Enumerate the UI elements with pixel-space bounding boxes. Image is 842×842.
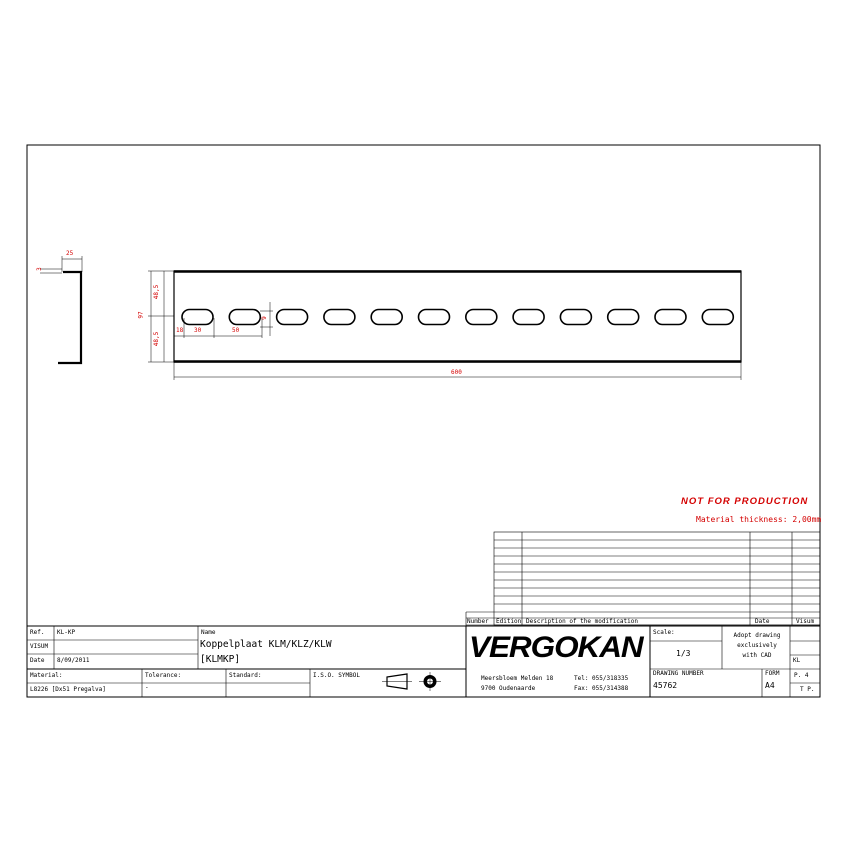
dim-slot-length: 30 bbox=[194, 327, 202, 334]
kl-code: KL bbox=[793, 657, 801, 664]
slot-hole bbox=[512, 308, 545, 326]
profile-width-dim: 25 bbox=[66, 250, 74, 257]
rev-header-number: Number bbox=[467, 618, 489, 625]
part-name-line2: [KLMKP] bbox=[200, 654, 241, 665]
slot-hole bbox=[370, 308, 404, 326]
address-line2: 9700 Oudenaarde bbox=[481, 685, 536, 692]
sheet-border bbox=[26, 144, 821, 698]
slot-hole bbox=[181, 308, 214, 326]
title-block bbox=[27, 625, 820, 697]
tel-number: Tel: 055/318335 bbox=[574, 675, 629, 682]
not-for-production-note: NOT FOR PRODUCTION bbox=[681, 496, 809, 507]
tolerance-value: - bbox=[145, 684, 149, 691]
form-label: FORM bbox=[765, 670, 780, 677]
rev-header-visum: Visum bbox=[796, 618, 815, 625]
rev-header-description: Description of the modification bbox=[526, 618, 638, 625]
part-name-line1: Koppelplaat KLM/KLZ/KLW bbox=[200, 639, 332, 650]
dim-first-slot: 18 bbox=[176, 327, 184, 334]
dim-lower-half: 48,5 bbox=[153, 331, 161, 347]
slot-hole bbox=[701, 308, 735, 326]
visum-label: VISUM bbox=[30, 643, 49, 650]
slot-group bbox=[181, 308, 735, 326]
slot-hole bbox=[323, 308, 356, 326]
iso-projection-symbol bbox=[382, 672, 441, 691]
drawing-number: 45762 bbox=[653, 681, 678, 690]
drawing-number-label: DRAWING NUMBER bbox=[653, 670, 704, 677]
slot-hole bbox=[275, 308, 309, 326]
dim-total-height: 97 bbox=[137, 311, 145, 319]
revision-table bbox=[465, 531, 821, 626]
dim-slot-height: 9 bbox=[260, 316, 268, 320]
dim-upper-half: 48,5 bbox=[153, 284, 161, 300]
dim-slot-pitch: 50 bbox=[232, 327, 240, 334]
slot-hole bbox=[606, 308, 640, 326]
sheet-number: P. 4 bbox=[794, 672, 809, 679]
slot-hole bbox=[559, 308, 593, 326]
iso-symbol-label: I.S.O. SYMBOL bbox=[313, 672, 360, 679]
sheet-total: T P. bbox=[800, 686, 815, 693]
date-value: 8/09/2011 bbox=[57, 657, 90, 664]
cad-note-line3: with CAD bbox=[742, 652, 772, 659]
cad-note-line1: Adopt drawing bbox=[733, 632, 781, 639]
coupling-plate-view bbox=[173, 270, 742, 363]
scale-label: Scale: bbox=[653, 629, 675, 636]
slot-hole bbox=[464, 308, 498, 326]
standard-label: Standard: bbox=[229, 672, 262, 679]
material-thickness-note: Material thickness: 2,00mm bbox=[696, 515, 822, 524]
ref-value: KL-KP bbox=[57, 629, 76, 636]
company-logo: VERGOKAN bbox=[469, 631, 644, 664]
form-value: A4 bbox=[765, 681, 775, 690]
date-label: Date bbox=[30, 657, 45, 664]
profile-flange-dim: 3 bbox=[35, 267, 43, 271]
ref-label: Ref. bbox=[30, 629, 45, 636]
material-value: L8226 [Dx51 Pregalva] bbox=[30, 686, 106, 693]
slot-hole bbox=[417, 308, 451, 326]
profile-side-view bbox=[40, 256, 83, 365]
dim-total-length: 600 bbox=[451, 369, 462, 376]
name-label: Name bbox=[201, 629, 216, 636]
slot-hole bbox=[228, 308, 262, 326]
address-line1: Meersbloem Melden 18 bbox=[481, 675, 554, 682]
fax-number: Fax: 055/314388 bbox=[574, 685, 629, 692]
scale-value: 1/3 bbox=[676, 649, 691, 658]
slot-hole bbox=[654, 308, 687, 326]
tolerance-label: Tolerance: bbox=[145, 672, 182, 679]
dimensions bbox=[148, 270, 742, 380]
rev-header-date: Date bbox=[755, 618, 770, 625]
material-label: Material: bbox=[30, 672, 63, 679]
cad-note-line2: exclusively bbox=[737, 642, 777, 649]
rev-header-edition: Edition bbox=[496, 618, 522, 625]
